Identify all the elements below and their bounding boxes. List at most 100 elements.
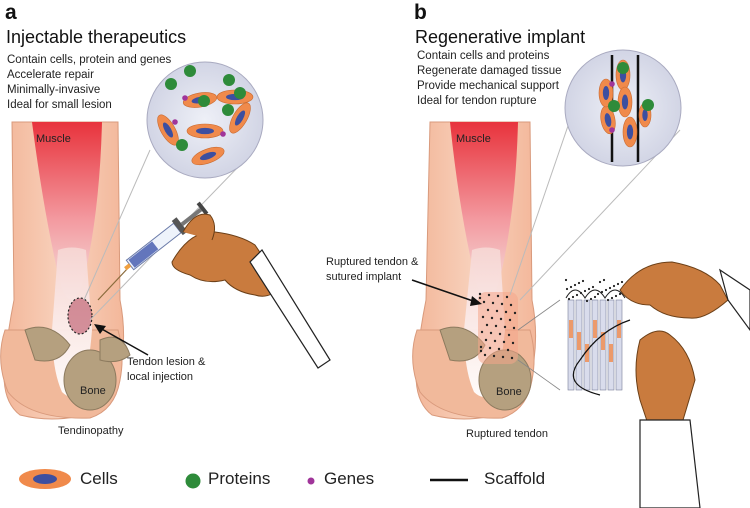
protein-icon — [198, 95, 210, 107]
scaffold-fiber — [615, 299, 623, 391]
legend-proteins-label: Proteins — [208, 469, 271, 488]
cell-icon — [617, 86, 633, 118]
suture-dot — [479, 345, 483, 349]
suture-dot — [614, 294, 618, 298]
cell-icon — [609, 344, 613, 362]
cell-icon — [577, 332, 581, 350]
hand-icon — [572, 261, 750, 508]
suture-dot — [496, 294, 500, 298]
suture-dot — [479, 349, 483, 353]
suture-dot — [612, 284, 616, 288]
panel-b-rupture-label: sutured implant — [326, 271, 402, 283]
legend-gene-icon — [307, 477, 315, 485]
suture-dot — [589, 297, 593, 301]
cell-icon — [600, 105, 616, 135]
legend-protein-icon — [185, 473, 201, 489]
suture-dot — [481, 315, 485, 319]
scaffold-implant — [517, 278, 626, 391]
suture-dot — [564, 278, 568, 282]
suture-dot — [484, 338, 488, 342]
scaffold-fiber — [591, 299, 599, 391]
suture-dot — [567, 297, 571, 301]
suture-dot — [486, 308, 490, 312]
protein-icon — [234, 87, 246, 99]
suture-dot — [507, 333, 511, 337]
protein-icon — [642, 99, 654, 111]
suture-dot — [585, 299, 589, 303]
suture-dot — [577, 281, 581, 285]
cell-icon — [585, 344, 589, 362]
suture-dot — [596, 292, 600, 296]
suture-dot — [610, 296, 614, 300]
legend-cell-icon — [19, 469, 71, 489]
suture-dot — [498, 332, 502, 336]
suture-dot — [494, 324, 498, 328]
suture-dot — [510, 356, 514, 360]
scaffold-fiber — [567, 299, 575, 391]
suture-dot — [604, 288, 608, 292]
suture-dot — [569, 285, 573, 289]
cell-icon — [191, 146, 225, 166]
panel-a-lesion-label: local injection — [127, 371, 194, 383]
cell-icon — [229, 102, 251, 134]
gene-icon — [172, 119, 178, 125]
panel-b-feature: Regenerate damaged tissue — [417, 65, 562, 77]
suture-dot — [504, 310, 508, 314]
cell-icon — [593, 320, 597, 338]
suture-dot — [508, 318, 512, 322]
panel-b-bone-label: Bone — [496, 386, 522, 398]
suture-dot — [489, 331, 493, 335]
panel-b-magnifier — [509, 49, 682, 301]
cell-icon — [601, 332, 605, 350]
panel-a-title: Injectable therapeutics — [6, 27, 187, 47]
panel-b-feature: Ideal for tendon rupture — [417, 95, 537, 107]
suture-dot — [593, 295, 597, 299]
gene-icon — [182, 95, 188, 101]
panel-a-bone-label: Bone — [80, 385, 106, 397]
suture-dot — [478, 292, 482, 296]
panel-a-letter: a — [5, 1, 17, 24]
suture-dot — [488, 346, 492, 350]
suture-dot — [506, 348, 510, 352]
suture-dot — [620, 280, 624, 284]
panel-a-feature: Minimally-invasive — [7, 84, 101, 96]
suture-dot — [503, 325, 507, 329]
suture-dot — [571, 295, 575, 299]
suture-dot — [497, 347, 501, 351]
suture-dot — [618, 292, 622, 296]
suture-dot — [492, 354, 496, 358]
suture-dot — [575, 293, 579, 297]
suture-dot — [587, 287, 591, 291]
suture-thread — [565, 289, 626, 299]
protein-icon — [223, 74, 235, 86]
syringe-icon — [97, 201, 209, 301]
cell-icon — [598, 78, 614, 108]
suture-dot — [487, 293, 491, 297]
cell-icon — [622, 116, 638, 148]
legend-scaffold-label: Scaffold — [484, 469, 546, 488]
suture-dot — [608, 286, 612, 290]
panel-b-muscle-label: Muscle — [456, 133, 491, 145]
cell-icon — [617, 320, 621, 338]
gene-icon — [609, 81, 615, 87]
panel-a-leg — [0, 121, 131, 420]
suture-dot — [491, 301, 495, 305]
panel-b-rupture-label: Ruptured tendon & — [326, 256, 419, 268]
suture-dot — [478, 296, 482, 300]
panel-a-feature: Accelerate repair — [7, 69, 94, 81]
protein-icon — [176, 139, 188, 151]
suture-dot — [616, 282, 620, 286]
suture-dot — [573, 283, 577, 287]
suture-dot — [598, 280, 602, 284]
panel-b-letter: b — [414, 1, 427, 24]
suture-dot — [500, 302, 504, 306]
panel-a-magnifier — [146, 61, 264, 179]
rupture-arrow — [411, 279, 482, 306]
panel-a-feature: Ideal for small lesion — [7, 99, 112, 111]
protein-icon — [222, 104, 234, 116]
suture-dot — [583, 289, 587, 293]
suture-dot — [493, 339, 497, 343]
suture-dot — [600, 290, 604, 294]
gene-icon — [609, 127, 615, 133]
suture-dot — [602, 278, 606, 282]
